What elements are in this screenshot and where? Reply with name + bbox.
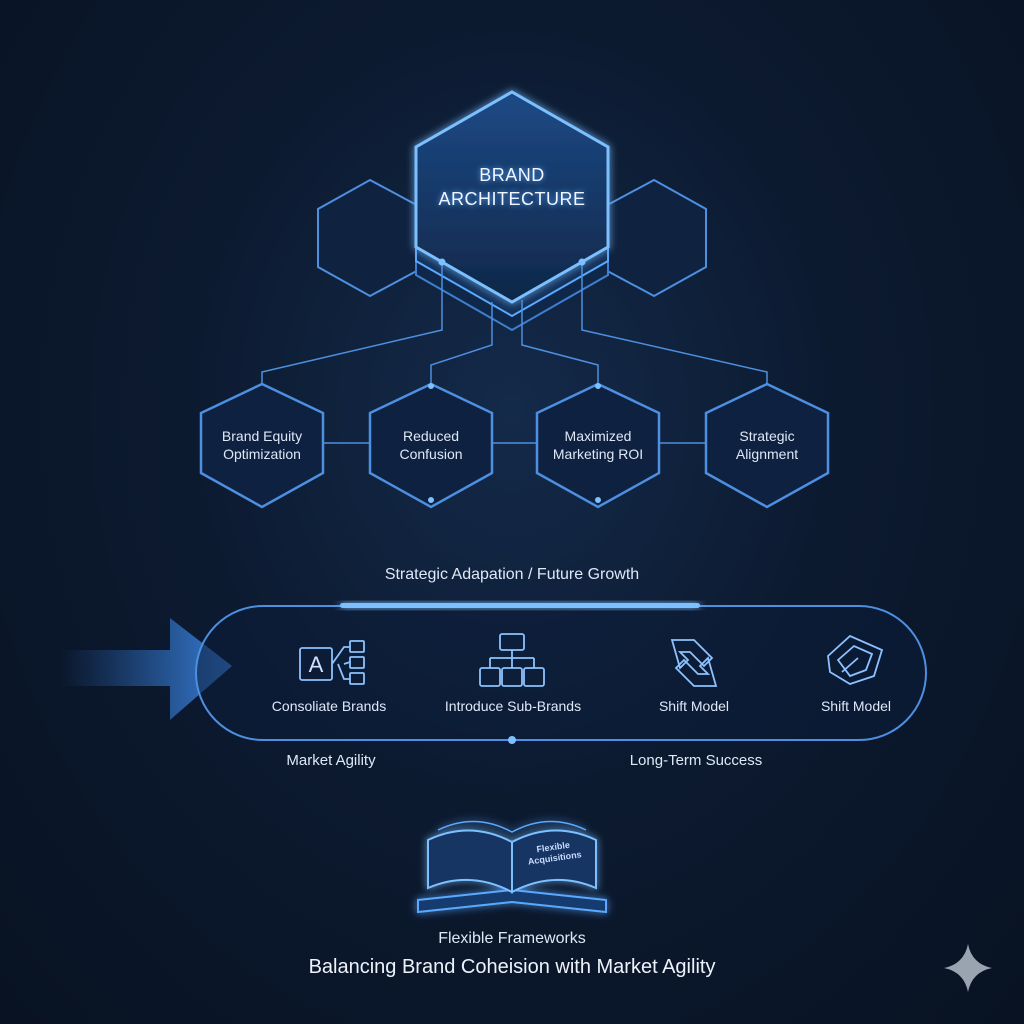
benefit-line: Reduced [402,428,460,444]
flow-node [508,736,516,744]
benefit-label-strategic-alignment: Strategic Alignment [707,427,827,463]
benefit-line: Marketing ROI [552,446,644,462]
flow-capsule [195,605,927,741]
benefit-line: Brand Equity [221,428,303,444]
hero-hexagon [414,90,610,304]
step-label-sub-brands: Introduce Sub-Brands [444,698,582,714]
benefit-label-reduced-confusion: Reduced Confusion [371,427,491,463]
benefit-hexagon-3 [535,382,661,509]
benefit-hexagon-2 [368,382,494,509]
sparkle-icon [944,944,992,992]
flow-glow [340,603,700,608]
benefit-line: Optimization [223,446,301,462]
benefit-nodes [428,383,601,503]
book-illustration [417,820,607,914]
connector-node [578,258,586,266]
benefit-hexagon-1 [199,382,325,509]
hierarchy-icon [479,633,545,687]
connector-node [438,258,446,266]
benefit-hexagon-4 [704,382,830,509]
long-term-success-label: Long-Term Success [629,752,763,769]
flow-title: Strategic Adapation / Future Growth [384,566,640,583]
hero-connectors [261,262,768,384]
benefit-line: Alignment [735,446,799,462]
flow-arrow [60,618,232,720]
hero-title-line2: ARCHITECTURE [438,189,586,209]
layered-shape-icon [827,634,884,685]
brand-letter-glyph: A [309,652,324,677]
market-agility-label: Market Agility [286,752,376,769]
hero-title-line1: BRAND [479,165,545,185]
benefit-line: Confusion [399,446,463,462]
step-label-consolidate: Consoliate Brands [271,698,387,714]
benefit-label-marketing-roi: Maximized Marketing ROI [538,427,658,463]
benefit-line: Maximized [564,428,632,444]
swap-arrows-icon [670,639,718,687]
brand-letter-icon [299,640,365,685]
hero-title: BRAND ARCHITECTURE [412,163,612,211]
benefit-label-brand-equity: Brand Equity Optimization [202,427,322,463]
main-caption: Balancing Brand Coheision with Market Ag… [308,956,716,978]
step-label-shift-model-1: Shift Model [658,698,730,714]
step-label-shift-model-2: Shift Model [820,698,892,714]
benefit-line: Strategic [739,428,795,444]
side-hexagon-right [599,178,707,298]
book-caption: Flexible Frameworks [438,930,586,947]
side-hexagon-left [317,178,425,298]
